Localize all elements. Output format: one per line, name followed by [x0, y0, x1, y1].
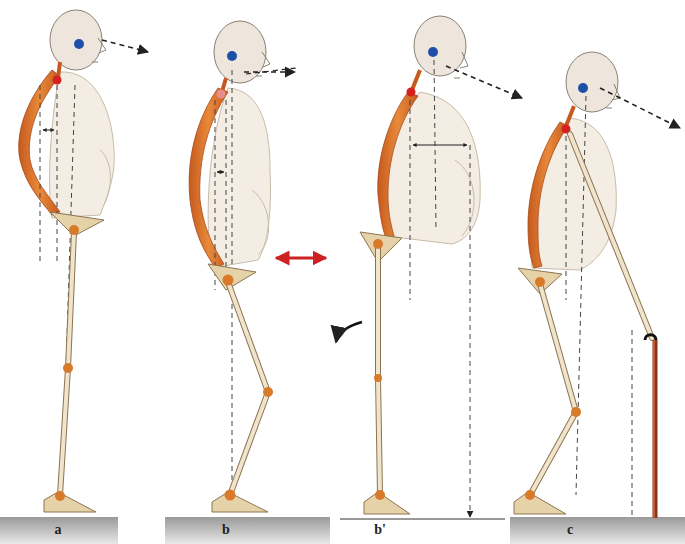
figure-label: b — [222, 522, 230, 538]
figure-b-prime — [336, 16, 522, 517]
ground — [0, 517, 118, 544]
figure-a — [19, 10, 148, 512]
figure-label: c — [567, 522, 573, 538]
figure-label: a — [55, 522, 62, 538]
ground-line — [340, 518, 505, 519]
ground — [165, 517, 330, 544]
ground — [510, 517, 685, 544]
figure-b — [189, 21, 326, 512]
figure-c — [514, 52, 680, 518]
figure-label: b' — [374, 522, 386, 538]
